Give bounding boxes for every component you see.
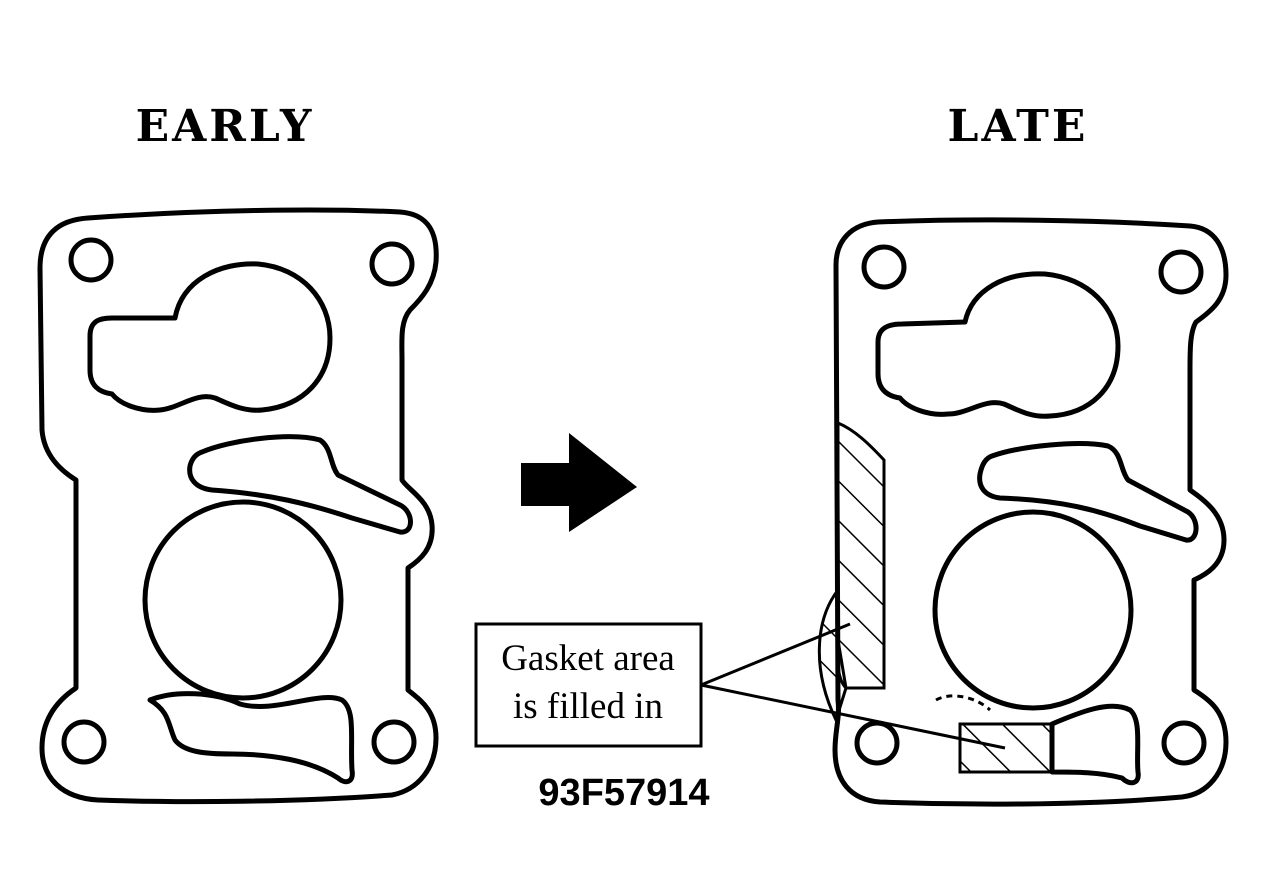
late-gasket-outline [832,217,1229,807]
early-gasket-outline [37,207,439,805]
figure-id: 93F57914 [538,772,709,814]
callout-line-2: is filled in [513,686,663,727]
callout-leader-upper [700,622,851,687]
callout-leader-lower [700,683,1006,750]
early-label: EARLY [136,101,315,152]
early-gasket [37,207,439,805]
late-bolt-hole-bottom-left [854,720,900,766]
late-filled-area-bottom [958,722,1054,774]
late-upper-port [875,271,1121,419]
late-gasket [817,217,1229,807]
early-upper-port [87,261,333,413]
direction-arrow [521,433,637,532]
callout-line-1: Gasket area [501,638,675,679]
late-label: LATE [948,101,1089,152]
early-lower-port [142,499,344,701]
late-bolt-hole-top-left [861,244,907,290]
late-bottom-slot [1049,703,1141,786]
late-lower-port [932,509,1134,711]
late-old-outline-dashed [935,694,992,712]
callout: Gasket area is filled in [474,622,1006,750]
late-middle-slot [977,441,1199,543]
early-bolt-hole-top-left [68,237,114,283]
late-bolt-hole-top-right [1158,249,1204,295]
early-bottom-slot [147,691,355,785]
late-filled-area-left [835,420,886,690]
early-middle-slot [187,434,413,535]
early-bolt-hole-bottom-left [61,719,107,765]
early-bolt-hole-top-right [369,241,415,287]
early-bolt-hole-bottom-right [371,719,417,765]
late-bolt-hole-bottom-right [1161,720,1207,766]
